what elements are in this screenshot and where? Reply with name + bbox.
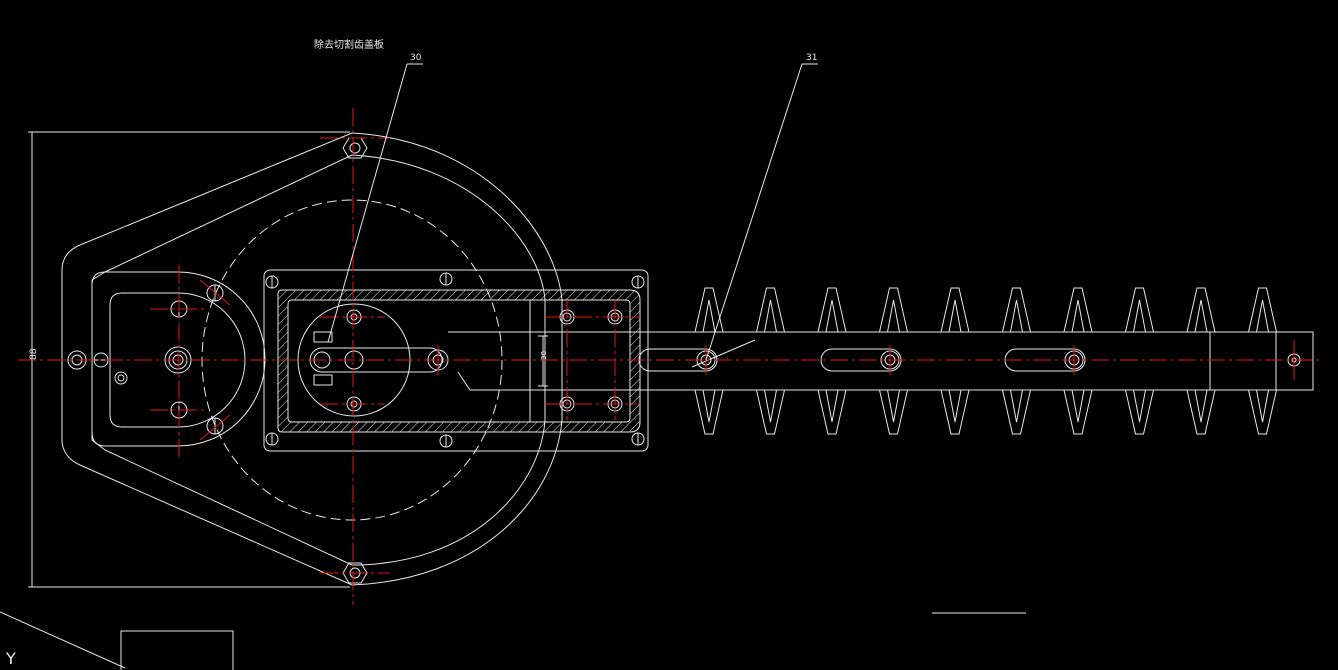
cutter-tooth-top [694, 287, 724, 333]
height-dimension-text: 88 [29, 348, 39, 360]
cutter-tooth-bottom [1248, 389, 1277, 435]
cutter-tooth-top [879, 287, 908, 333]
cutter-tooth-bottom [1186, 389, 1216, 435]
cutter-tooth-top [756, 287, 785, 333]
cutter-tooth-top [940, 287, 970, 333]
cutter-tooth-bottom [940, 389, 970, 435]
center-lines [18, 108, 1320, 605]
cutter-tooth-bottom [1002, 389, 1031, 435]
crank-plate [91, 271, 266, 447]
cutter-teeth [694, 287, 1277, 435]
cutter-tooth-top [1063, 287, 1093, 333]
ucs-y-axis-label: Y [5, 649, 16, 668]
callout-31-label: 31 [806, 53, 817, 63]
cutter-tooth-bottom [817, 389, 847, 435]
cutter-tooth-top [1125, 287, 1154, 333]
ucs-icon [0, 611, 234, 670]
gearbox-inner-contour [91, 154, 546, 566]
cutter-tooth-bottom [1125, 389, 1154, 435]
cutter-tooth-bottom [694, 389, 724, 435]
cutter-tooth-top [1002, 287, 1031, 333]
callout-30-label: 30 [410, 53, 422, 63]
housing-outline [28, 131, 563, 588]
cutter-tooth-bottom [756, 389, 785, 435]
cover-removed-note: 除去切割齿盖板 [314, 38, 384, 51]
gearbox-housing [61, 132, 563, 586]
slot-dimension-text: 30 [540, 351, 548, 360]
cutter-tooth-top [817, 287, 847, 333]
cutter-tooth-bottom [1063, 389, 1093, 435]
leader-lines [327, 63, 818, 361]
cutter-tooth-bottom [879, 389, 908, 435]
cutter-tooth-top [1186, 287, 1216, 333]
blade-connector [448, 331, 1314, 391]
cutter-tooth-top [1248, 287, 1277, 333]
